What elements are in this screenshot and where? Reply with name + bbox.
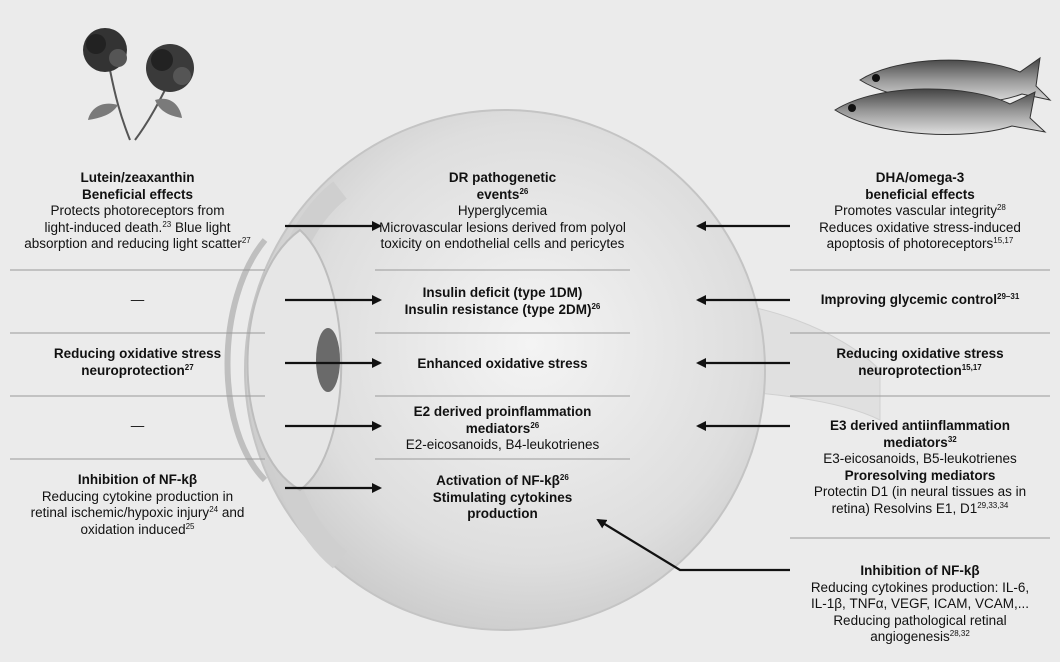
lutein-line-3: absorption and reducing light scatter27 — [24, 236, 251, 251]
right-nfkb-line-4: angiogenesis28,32 — [870, 629, 970, 644]
insulin-box: Insulin deficit (type 1DM) Insulin resis… — [375, 285, 630, 318]
dha-line-1: Promotes vascular integrity28 — [834, 203, 1006, 218]
right-nfkb-line-1: Reducing cytokines production: IL-6, — [810, 579, 1030, 595]
e2-line-2: mediators26 — [465, 420, 540, 436]
insulin-line-1: Insulin deficit (type 1DM) — [422, 285, 583, 300]
left-nfkb-line-1: Reducing cytokine production in — [41, 488, 234, 504]
right-nfkb-title: Inhibition of NF-kβ — [860, 563, 980, 578]
dha-box: DHA/omega-3 beneficial effects Promotes … — [790, 170, 1050, 253]
left-nfkb-box: Inhibition of NF-kβ Reducing cytokine pr… — [10, 472, 265, 538]
e2-line-1: E2 derived proinflammation — [413, 404, 592, 419]
dr-line-2: Microvascular lesions derived from polyo… — [379, 219, 626, 235]
left-oxidative-box: Reducing oxidative stress neuroprotectio… — [10, 346, 265, 379]
dash-placeholder: — — [130, 292, 145, 307]
fish-illustration — [834, 56, 1052, 135]
dr-title-2: events26 — [476, 186, 529, 202]
left-nfkb-line-2: retinal ischemic/hypoxic injury24 and — [30, 505, 245, 520]
e3-box: E3 derived antiinflammation mediators32 … — [790, 418, 1050, 517]
left-empty-1: — — [10, 292, 265, 309]
dash-placeholder: — — [130, 418, 145, 433]
dha-title: DHA/omega-3 — [875, 170, 965, 185]
e3-line-2: Protectin D1 (in neural tissues as in — [813, 484, 1027, 499]
glycemic-box: Improving glycemic control29–31 — [790, 292, 1050, 309]
right-oxidative-line-2: neuroprotection15,17 — [858, 362, 982, 378]
lutein-line-2: light-induced death.23 Blue light — [44, 219, 231, 235]
activation-line-3: production — [467, 506, 538, 521]
dr-title-1: DR pathogenetic — [448, 170, 557, 185]
left-nfkb-title: Inhibition of NF-kβ — [77, 472, 198, 487]
proresolving-title: Proresolving mediators — [844, 467, 996, 483]
glycemic-line: Improving glycemic control29–31 — [820, 292, 1020, 307]
e3-line-1: E3-eicosanoids, B5-leukotrienes — [823, 451, 1017, 466]
lutein-subtitle: Beneficial effects — [81, 186, 194, 202]
enhanced-oxidative-box: Enhanced oxidative stress — [375, 356, 630, 373]
arrows — [285, 221, 790, 572]
left-oxidative-line-1: Reducing oxidative stress — [53, 346, 222, 361]
lutein-box: Lutein/zeaxanthin Beneficial effects Pro… — [10, 170, 265, 253]
arrow-right-5 — [596, 518, 790, 572]
e2-line-3: E2-eicosanoids, B4-leukotrienes — [405, 437, 600, 452]
enhanced-oxidative-line: Enhanced oxidative stress — [417, 356, 588, 371]
e3-title-1: E3 derived antiinflammation — [829, 418, 1011, 433]
activation-line-1: Activation of NF-kβ26 — [436, 473, 569, 488]
dha-line-2: Reduces oxidative stress-induced — [819, 219, 1021, 235]
right-oxidative-line-1: Reducing oxidative stress — [836, 346, 1004, 361]
left-empty-2: — — [10, 418, 265, 435]
e3-title-2: mediators32 — [883, 434, 957, 450]
lutein-title: Lutein/zeaxanthin — [80, 170, 195, 185]
left-nfkb-line-3: oxidation induced25 — [80, 521, 195, 537]
lutein-line-1: Protects photoreceptors from — [50, 203, 225, 218]
dha-subtitle: beneficial effects — [865, 186, 975, 202]
right-oxidative-box: Reducing oxidative stress neuroprotectio… — [790, 346, 1050, 379]
e3-line-3: retina) Resolvins E1, D129,33,34 — [831, 500, 1009, 516]
dha-line-3: apoptosis of photoreceptors15,17 — [826, 236, 1014, 251]
activation-line-2: Stimulating cytokines — [432, 489, 573, 505]
activation-box: Activation of NF-kβ26 Stimulating cytoki… — [375, 473, 630, 523]
flower-illustration — [83, 28, 194, 141]
insulin-line-2: Insulin resistance (type 2DM)26 — [404, 301, 601, 317]
dr-events-box: DR pathogenetic events26 Hyperglycemia M… — [375, 170, 630, 253]
right-nfkb-box: Inhibition of NF-kβ Reducing cytokines p… — [790, 563, 1050, 646]
dr-line-3: toxicity on endothelial cells and pericy… — [380, 236, 625, 251]
row-separators — [10, 269, 1050, 539]
e2-box: E2 derived proinflammation mediators26 E… — [375, 404, 630, 454]
right-nfkb-line-3: Reducing pathological retinal — [833, 612, 1007, 628]
left-oxidative-line-2: neuroprotection27 — [81, 362, 194, 378]
right-nfkb-line-2: IL-1β, TNFα, VEGF, ICAM, VCAM,... — [810, 596, 1030, 611]
dr-line-1: Hyperglycemia — [457, 203, 548, 218]
